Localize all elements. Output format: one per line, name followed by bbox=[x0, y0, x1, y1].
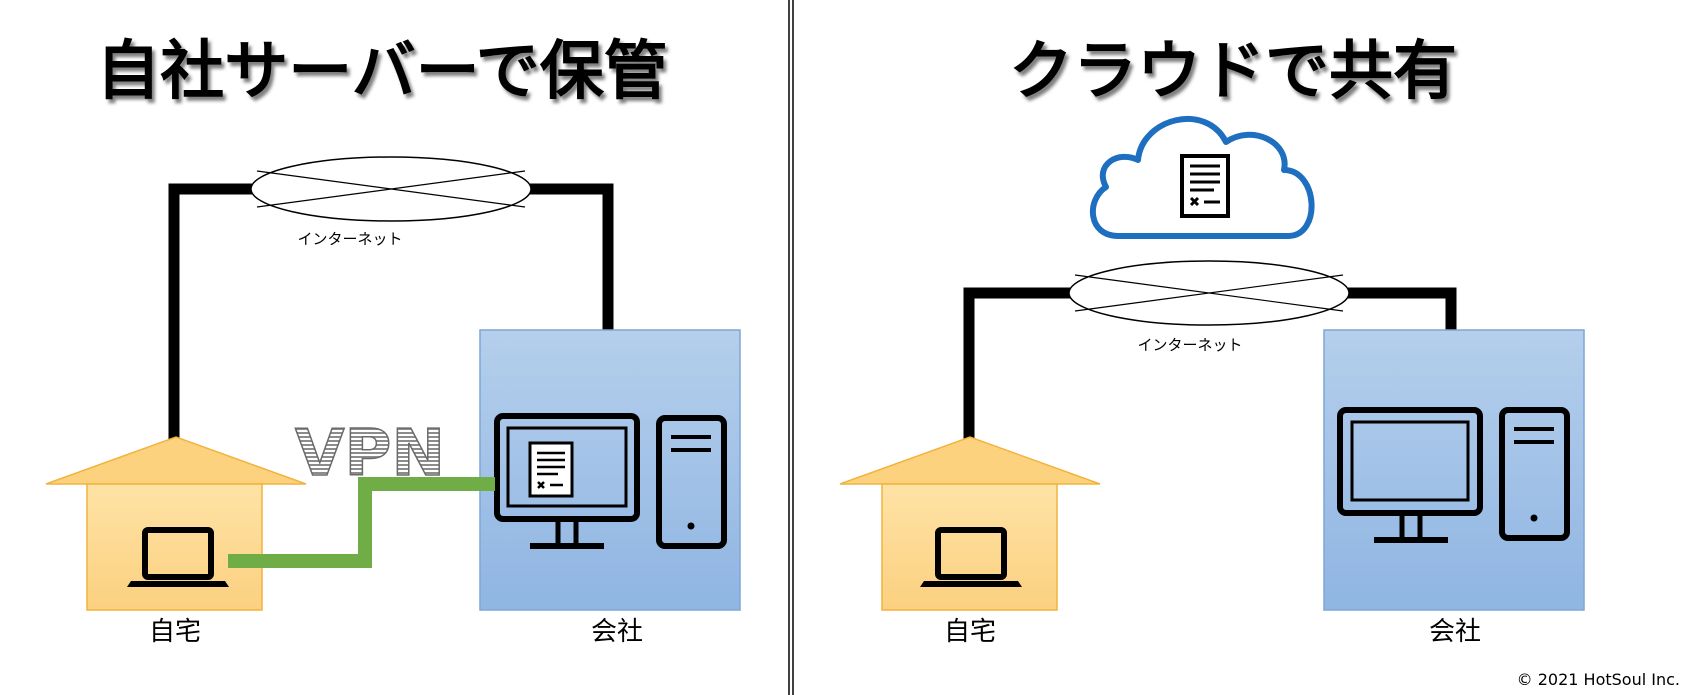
desktop-computer-icon bbox=[494, 413, 727, 549]
right-office-label: 会社 bbox=[1429, 617, 1481, 647]
vpn-label: VPN bbox=[295, 417, 445, 491]
left-panel: 自社サーバーで保管 インターネット 自宅 bbox=[45, 35, 741, 647]
left-network-line bbox=[168, 183, 614, 440]
document-icon bbox=[528, 441, 574, 498]
right-home bbox=[839, 436, 1101, 611]
right-internet-cloud bbox=[1068, 260, 1350, 326]
right-home-label: 自宅 bbox=[944, 617, 996, 647]
left-internet-cloud bbox=[250, 156, 532, 222]
vpn-connection-line bbox=[228, 477, 495, 568]
copyright-text: © 2021 HotSoul Inc. bbox=[1516, 670, 1680, 689]
panel-divider bbox=[788, 0, 794, 695]
left-title: 自社サーバーで保管 bbox=[96, 35, 668, 109]
left-internet-label: インターネット bbox=[297, 230, 402, 248]
laptop-icon bbox=[127, 527, 229, 587]
right-internet-label: インターネット bbox=[1137, 336, 1242, 354]
laptop-icon bbox=[920, 527, 1022, 587]
left-home bbox=[45, 436, 307, 611]
right-title: クラウドで共有 bbox=[1009, 35, 1457, 109]
right-office bbox=[1323, 329, 1585, 611]
left-office bbox=[479, 329, 741, 611]
right-panel: クラウドで共有 インターネット bbox=[839, 35, 1585, 647]
right-network-line bbox=[963, 287, 1457, 440]
left-home-label: 自宅 bbox=[149, 617, 201, 647]
cloud-icon bbox=[1089, 115, 1315, 239]
left-office-label: 会社 bbox=[591, 617, 643, 647]
desktop-computer-icon bbox=[1337, 407, 1570, 543]
document-icon bbox=[1180, 154, 1230, 218]
